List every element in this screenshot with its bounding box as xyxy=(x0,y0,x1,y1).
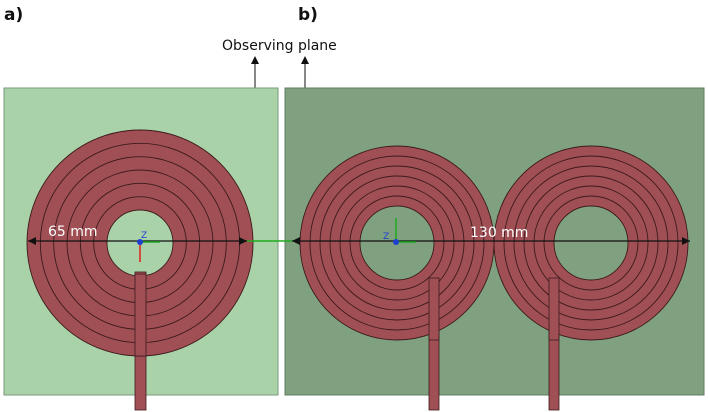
coil-turn-gap xyxy=(329,175,465,311)
coil-turn-gap xyxy=(553,205,629,281)
coil-lead-overlay xyxy=(134,273,147,357)
callout-arrowhead-a xyxy=(251,56,259,64)
callout-arrowhead-b xyxy=(301,56,309,64)
panel-label-b: b) xyxy=(298,5,318,25)
coil-turn-gap xyxy=(493,145,689,341)
coil-turn-gap xyxy=(319,165,475,321)
axis-triad-a: Z xyxy=(137,231,160,262)
coil-lead-overlay xyxy=(548,277,560,341)
coil-turn-gap xyxy=(309,155,485,331)
coil-turn-gap xyxy=(349,195,445,291)
dimension-label-b: 130 mm xyxy=(470,225,528,241)
coil-turn-gap xyxy=(359,205,435,281)
coil-turn-gap xyxy=(543,195,639,291)
coil-turn-gap xyxy=(533,185,649,301)
coil-turn-gap xyxy=(513,165,669,321)
spiral-coil-a xyxy=(26,129,254,411)
coil-turn-gap xyxy=(503,155,679,331)
dimension-label-a: 65 mm xyxy=(48,224,98,240)
dimension-line-b xyxy=(292,237,690,245)
axis-z-label-a: Z xyxy=(141,231,147,241)
axis-z-label-b: Z xyxy=(383,232,389,242)
observing-plane-label: Observing plane xyxy=(222,38,337,54)
spiral-coil-b-right xyxy=(493,145,689,411)
coil-turn-gap xyxy=(523,175,659,311)
spiral-coil-b-left xyxy=(299,145,495,411)
panel-label-a: a) xyxy=(4,5,23,25)
axis-triad-b: Z xyxy=(383,218,416,245)
coil-lead-overlay xyxy=(428,277,440,341)
coil-turn-gap xyxy=(339,185,455,301)
